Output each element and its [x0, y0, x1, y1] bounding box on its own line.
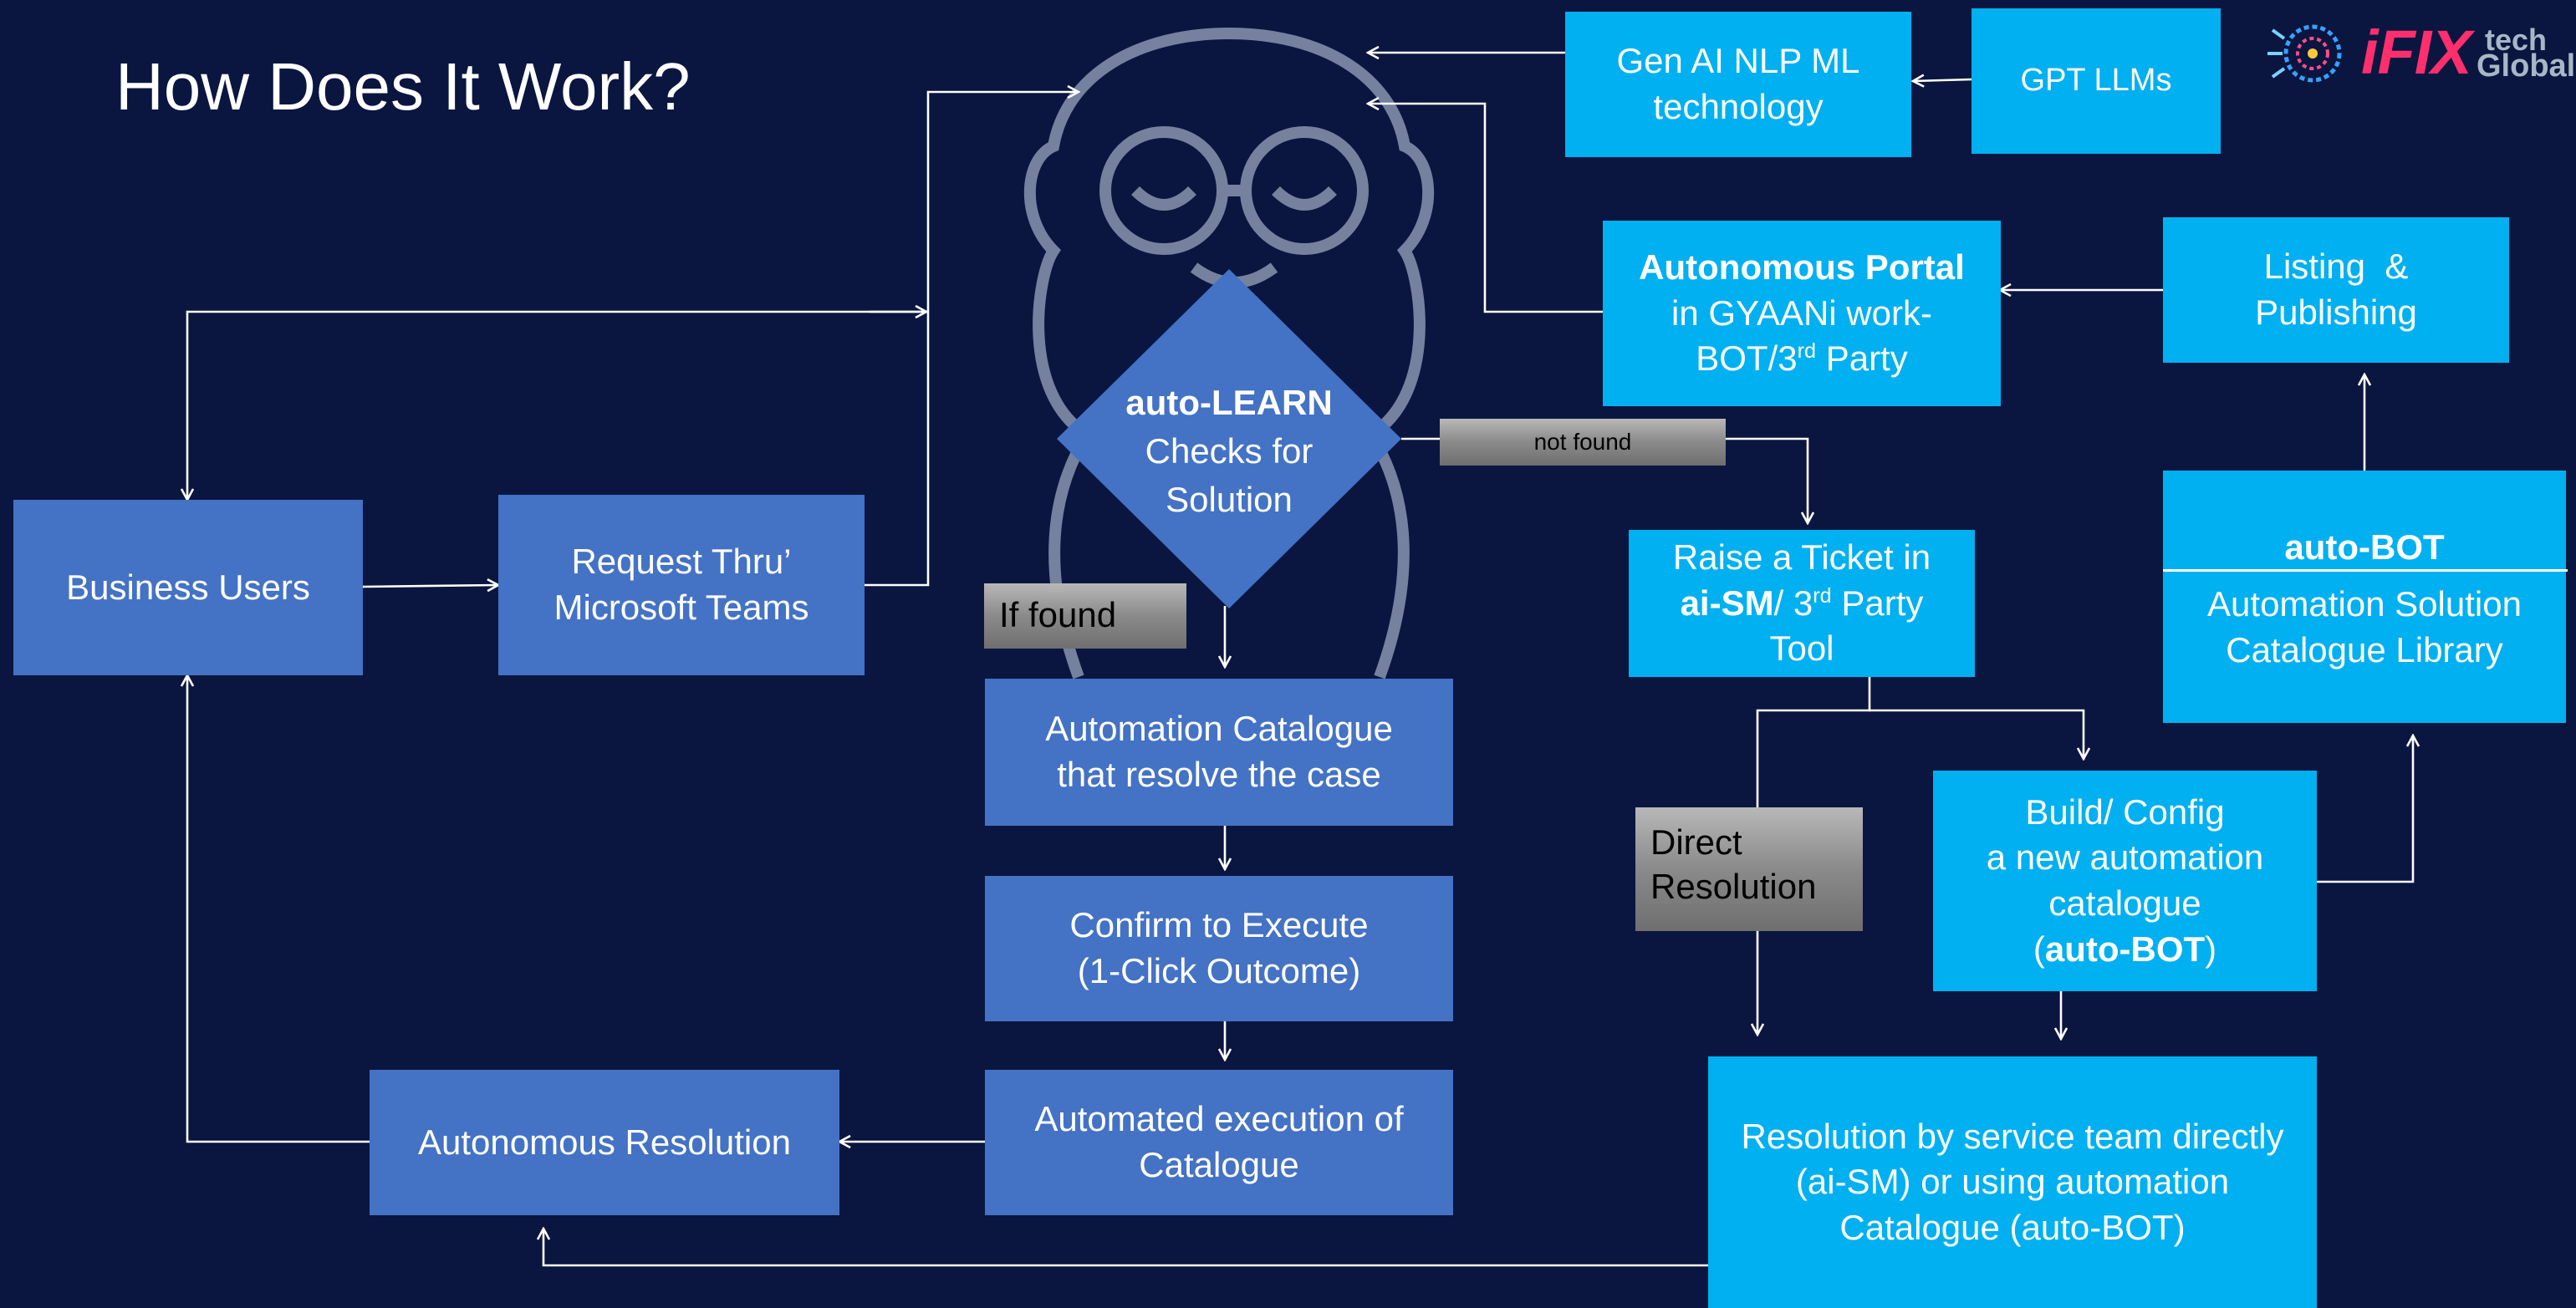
autonomous-resolution-label: Autonomous Resolution: [418, 1122, 791, 1162]
logo-tech: tech: [2485, 23, 2548, 57]
confirm-line-2: (1-Click Outcome): [1077, 951, 1361, 990]
raise-ticket-label: Raise a Ticket in ai-SM/ 3rd Party Tool: [1645, 535, 1958, 672]
ticket-line-2: ai-SM/ 3rd Party: [1645, 581, 1958, 627]
listing-publishing-node: Listing & Publishing: [2163, 217, 2509, 363]
listing-publishing-label: Listing & Publishing: [2180, 244, 2492, 335]
business-users-node: Business Users: [13, 500, 363, 675]
confirm-line-1: Confirm to Execute: [1069, 905, 1369, 945]
ifix-logo: iFIX tech Global: [2261, 5, 2575, 97]
service-line-2: (ai-SM) or using automation: [1795, 1162, 2230, 1202]
gen-ai-label: Gen AI NLP ML technology: [1582, 38, 1895, 130]
auto-bot-line-2: Automation Solution: [2207, 584, 2522, 623]
auto-learn-label: auto-LEARN Checks for Solution: [1079, 379, 1380, 524]
service-line-1: Resolution by service team directly: [1741, 1116, 2284, 1156]
auto-bot-divider: [2163, 569, 2568, 572]
if-found-label: If found: [984, 583, 1186, 649]
arrow-service-resolution: [543, 1229, 1708, 1267]
service-resolution-node: Resolution by service team directly (ai-…: [1708, 1056, 2317, 1308]
portal-line-3-sup: rd: [1797, 339, 1817, 364]
request-line-2: Microsoft Teams: [553, 588, 809, 627]
request-teams-node: Request Thru’ Microsoft Teams: [498, 495, 865, 675]
automation-catalogue-node: Automation Catalogue that resolve the ca…: [985, 679, 1453, 826]
raise-ticket-node: Raise a Ticket in ai-SM/ 3rd Party Tool: [1629, 530, 1975, 677]
autonomous-portal-node: Autonomous Portal in GYAANi work- BOT/3r…: [1603, 221, 2001, 406]
confirm-execute-node: Confirm to Execute (1-Click Outcome): [985, 876, 1453, 1021]
service-resolution-label: Resolution by service team directly (ai-…: [1725, 1114, 2300, 1251]
ticket-line-2b: Party: [1831, 583, 1924, 623]
auto-bot-body: Automation Solution Catalogue Library: [2163, 572, 2566, 673]
service-line-3: Catalogue (auto-BOT): [1839, 1207, 2186, 1247]
direct-resolution-label: Direct Resolution: [1635, 807, 1863, 931]
confirm-execute-label: Confirm to Execute (1-Click Outcome): [1002, 903, 1436, 994]
globe-icon: [2267, 24, 2342, 83]
autonomous-resolution-node: Autonomous Resolution: [370, 1070, 839, 1215]
arrow-resolution-users: [187, 675, 370, 1143]
arrow-gpt-genai: [1913, 79, 1972, 81]
build-config-label: Build/ Config a new automation catalogue…: [1950, 790, 2300, 972]
auto-learn-line-3: Solution: [1166, 479, 1293, 519]
gen-ai-line-1: Gen AI NLP ML: [1616, 41, 1860, 81]
portal-line-2: in GYAANi work-: [1671, 293, 1932, 333]
logo-brand: iFIX: [2361, 18, 2472, 87]
portal-title: Autonomous Portal: [1639, 247, 1965, 288]
page-title: How Does It Work?: [115, 49, 691, 124]
catalogue-line-1: Automation Catalogue: [1045, 709, 1393, 749]
listing-line-2: Publishing: [2255, 293, 2417, 332]
portal-line-3: BOT/3rd Party: [1620, 336, 1984, 382]
build-config-node: Build/ Config a new automation catalogue…: [1933, 771, 2317, 991]
direct-line-1: Direct: [1650, 822, 1742, 862]
auto-bot-library-node: auto-BOT Automation Solution Catalogue L…: [2163, 471, 2568, 723]
build-line-4b: ): [2205, 929, 2217, 969]
ticket-ai-sm: ai-SM: [1680, 583, 1774, 623]
not-found-label: not found: [1440, 419, 1726, 466]
build-line-2: a new automation: [1986, 837, 2264, 878]
auto-bot-title: auto-BOT: [2284, 527, 2445, 567]
automated-line-1: Automated execution of: [1034, 1099, 1404, 1139]
auto-learn-line-2: Checks for: [1145, 430, 1314, 471]
automation-catalogue-label: Automation Catalogue that resolve the ca…: [1002, 706, 1436, 797]
automated-execution-node: Automated execution of Catalogue: [985, 1070, 1453, 1215]
build-line-4-bold: auto-BOT: [2044, 929, 2206, 969]
business-users-label: Business Users: [66, 567, 310, 607]
automated-line-2: Catalogue: [1139, 1145, 1299, 1184]
gpt-llms-label: GPT LLMs: [2020, 63, 2172, 99]
auto-bot-line-3: Catalogue Library: [2226, 629, 2503, 669]
gpt-llms-node: GPT LLMs: [1972, 8, 2221, 154]
listing-line-1: Listing &: [2263, 247, 2409, 287]
arrow-portal-mascot: [1368, 104, 1603, 313]
portal-line-3b: Party: [1816, 338, 1908, 379]
request-line-1: Request Thru’: [571, 542, 792, 582]
automated-execution-label: Automated execution of Catalogue: [1002, 1097, 1436, 1188]
catalogue-line-2: that resolve the case: [1057, 755, 1381, 794]
gen-ai-node: Gen AI NLP ML technology: [1565, 12, 1911, 157]
arrow-users-request: [363, 585, 498, 587]
request-teams-label: Request Thru’ Microsoft Teams: [515, 539, 848, 630]
ticket-line-2a: / 3: [1773, 583, 1813, 623]
auto-learn-diamond: [1057, 269, 1401, 608]
ticket-line-2-sup: rd: [1813, 583, 1832, 608]
ticket-line-1: Raise a Ticket in: [1672, 537, 1931, 578]
arrow-build-autobot: [2317, 735, 2413, 883]
build-line-3: catalogue: [2048, 883, 2201, 923]
logo-global: Global: [2477, 48, 2576, 84]
mascot-illustration: [1023, 27, 1435, 679]
arrow-ticket-build: [1870, 709, 2084, 759]
arrow-request-top: [865, 92, 1079, 587]
auto-learn-title: auto-LEARN: [1125, 383, 1333, 422]
build-line-1: Build/ Config: [2025, 791, 2225, 832]
arrow-loop-users: [187, 310, 928, 500]
ticket-line-3: Tool: [1769, 629, 1834, 669]
portal-line-3a: BOT/3: [1696, 338, 1798, 379]
gen-ai-line-2: technology: [1653, 87, 1824, 126]
autonomous-portal-label: Autonomous Portal in GYAANi work- BOT/3r…: [1620, 245, 1984, 382]
build-line-4a: (: [2033, 929, 2045, 969]
build-line-4: (auto-BOT): [1950, 927, 2300, 973]
direct-line-2: Resolution: [1650, 866, 1817, 906]
